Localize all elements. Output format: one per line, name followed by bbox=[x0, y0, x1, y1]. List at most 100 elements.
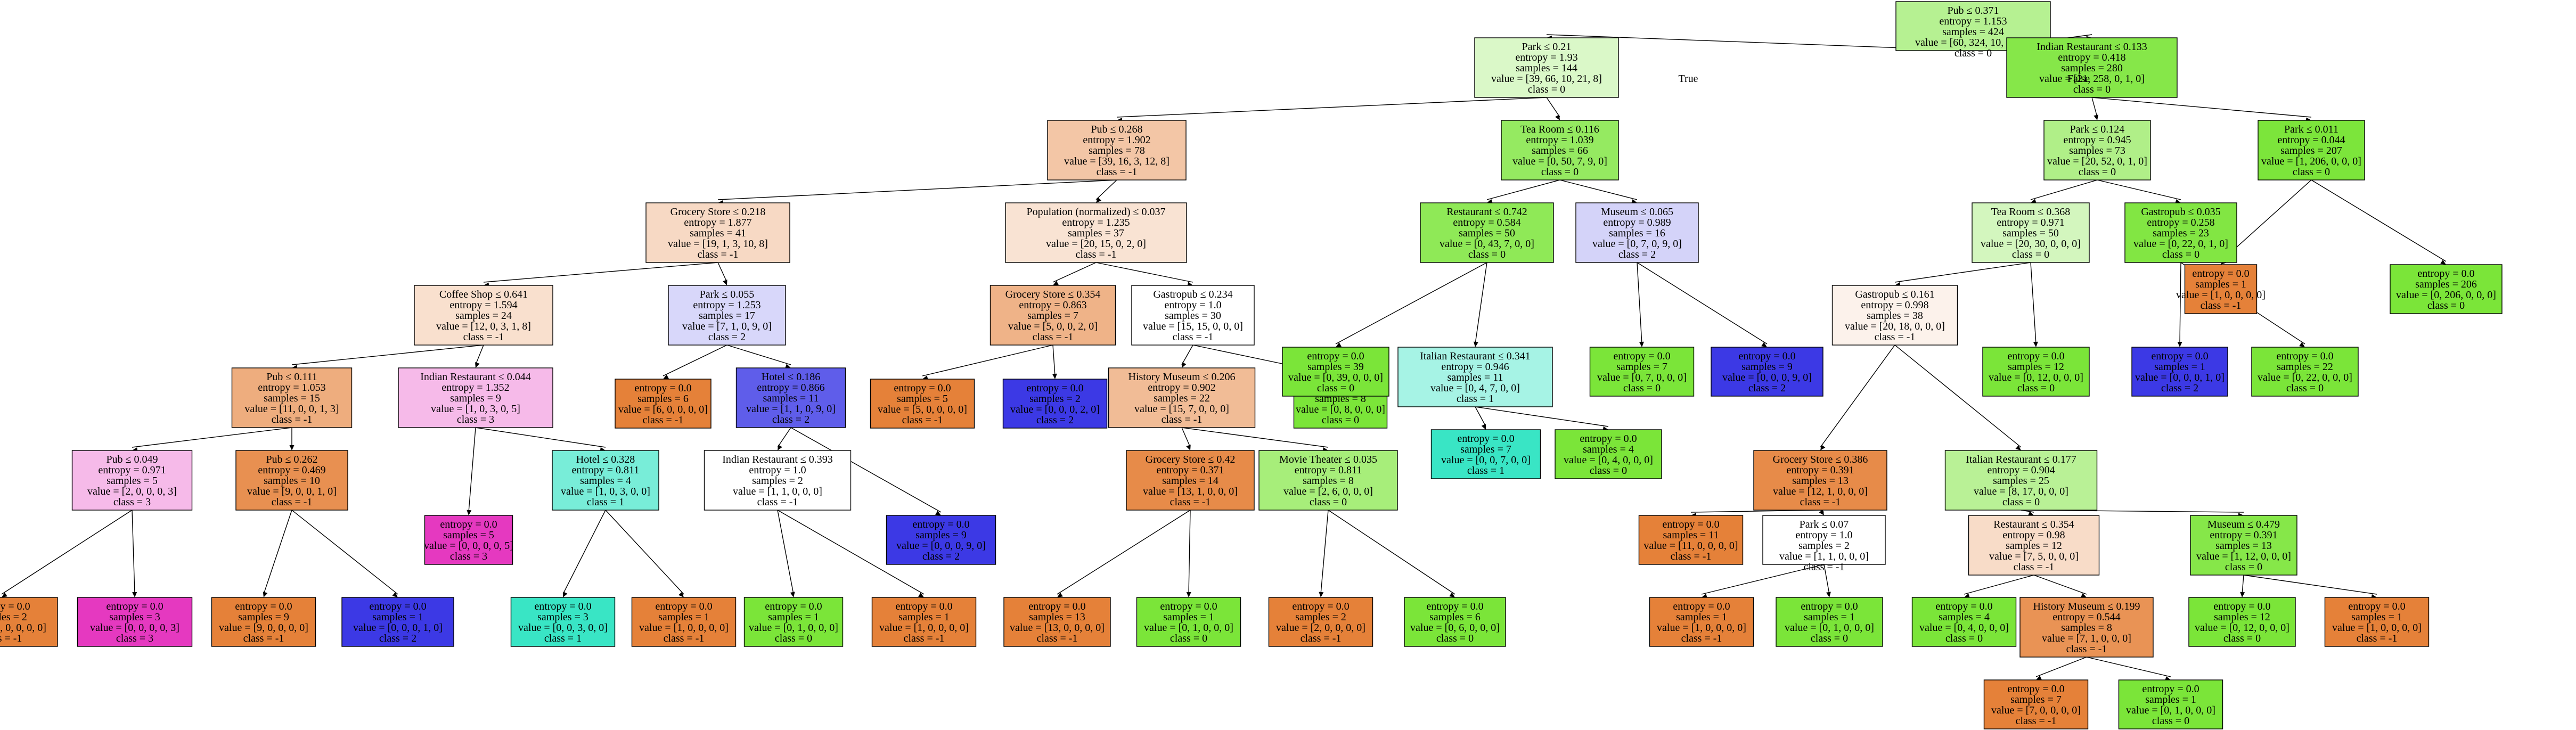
node-box bbox=[1268, 597, 1373, 647]
node-text-line: Population (normalized) ≤ 0.037 bbox=[1027, 206, 1166, 218]
node-text-line: entropy = 1.0 bbox=[1795, 529, 1852, 541]
node-text-line: entropy = 0.0 bbox=[1028, 601, 1085, 612]
tree-edge-arrowhead bbox=[2177, 341, 2182, 347]
node-text-line: entropy = 0.998 bbox=[1861, 299, 1928, 311]
node-text-line: samples = 2 bbox=[752, 475, 803, 487]
node-text-line: entropy = 1.93 bbox=[1515, 52, 1577, 63]
node-text-line: samples = 1 bbox=[1163, 611, 1214, 623]
node-text-line: class = -1 bbox=[643, 414, 684, 426]
node-text-line: Tea Room ≤ 0.116 bbox=[1520, 124, 1599, 135]
node-text-line: samples = 50 bbox=[2002, 227, 2059, 239]
node-text-line: value = [0, 0, 3, 0, 0] bbox=[518, 622, 608, 634]
node-text-line: entropy = 0.0 bbox=[2276, 350, 2333, 362]
node-text-line: value = [13, 1, 0, 0, 0] bbox=[1143, 486, 1238, 497]
node-text-line: samples = 4 bbox=[1583, 444, 1634, 455]
node-text-line: entropy = 0.866 bbox=[757, 382, 824, 393]
node-text-line: value = [0, 6, 0, 0, 0] bbox=[1410, 622, 1500, 634]
node-text-line: samples = 7 bbox=[2010, 694, 2062, 706]
node-text-line: class = 2 bbox=[1036, 414, 1074, 426]
node-text-line: Italian Restaurant ≤ 0.177 bbox=[1966, 454, 2076, 465]
tree-edge-arrowhead bbox=[1336, 342, 1342, 347]
node-text-line: samples = 12 bbox=[2214, 611, 2270, 623]
node-text-line: samples = 9 bbox=[1741, 361, 1793, 373]
node-text-line: entropy = 1.0 bbox=[1164, 299, 1221, 311]
node-text-line: Gastropub ≤ 0.035 bbox=[2141, 206, 2220, 218]
node-box bbox=[2251, 347, 2359, 397]
node-text-line: samples = 25 bbox=[1993, 475, 2049, 487]
tree-edge bbox=[468, 427, 476, 513]
node-text-line: value = [0, 0, 0, 0, 5] bbox=[424, 540, 513, 552]
node-text-line: entropy = 0.0 bbox=[2007, 683, 2064, 695]
tree-edge-arrowhead bbox=[1186, 445, 1191, 450]
node-text-line: samples = 7 bbox=[1027, 310, 1078, 322]
node-text-line: value = [39, 16, 3, 12, 8] bbox=[1064, 155, 1170, 167]
node-text-line: samples = 14 bbox=[1162, 475, 1219, 487]
node-text-line: class = 3 bbox=[457, 414, 494, 425]
node-text-line: class = 3 bbox=[113, 496, 151, 508]
node-box bbox=[2019, 597, 2154, 658]
node-text-line: entropy = 0.902 bbox=[1148, 382, 1215, 393]
node-text-line: value = [5, 0, 0, 0, 0] bbox=[878, 404, 967, 415]
node-text-line: class = 0 bbox=[2012, 249, 2049, 260]
node-text-line: samples = 22 bbox=[2277, 361, 2333, 373]
node-text-line: class = 0 bbox=[1310, 496, 1347, 508]
node-text-line: Coffee Shop ≤ 0.641 bbox=[439, 289, 528, 300]
node-text-line: entropy = 0.0 bbox=[1160, 601, 1217, 612]
tree-edge-arrowhead bbox=[1182, 362, 1187, 368]
node-box bbox=[2184, 264, 2258, 314]
node-text-line: class = -1 bbox=[1875, 331, 1916, 343]
node-box bbox=[2188, 597, 2296, 647]
tree-edge bbox=[2030, 179, 2098, 200]
node-text-line: value = [0, 0, 7, 0, 0] bbox=[1441, 454, 1531, 466]
node-box bbox=[1108, 367, 1256, 428]
node-text-line: Restaurant ≤ 0.742 bbox=[1446, 206, 1527, 218]
node-text-line: samples = 73 bbox=[2069, 145, 2125, 157]
node-text-line: samples = 1 bbox=[1676, 611, 1727, 623]
node-text-line: class = 0 bbox=[1955, 47, 1992, 59]
node-box bbox=[989, 285, 1116, 346]
node-text-line: class = -1 bbox=[243, 633, 284, 644]
node-text-line: samples = 5 bbox=[443, 529, 494, 541]
tree-edge bbox=[777, 510, 794, 595]
node-text-line: class = 2 bbox=[708, 331, 746, 343]
node-text-line: value = [0, 0, 0, 2, 0] bbox=[1010, 404, 1100, 415]
tree-edge-arrowhead bbox=[790, 592, 795, 597]
node-box bbox=[2118, 679, 2223, 729]
node-text-line: value = [2, 0, 0, 0, 0] bbox=[0, 622, 46, 634]
node-box bbox=[1982, 347, 2090, 397]
node-box bbox=[414, 285, 553, 346]
node-text-line: samples = 30 bbox=[1165, 310, 1221, 322]
node-text-line: class = 0 bbox=[2225, 561, 2262, 573]
node-box bbox=[1972, 202, 2090, 263]
tree-edge-arrowhead bbox=[2, 592, 7, 597]
node-text-line: value = [0, 0, 0, 1, 0] bbox=[353, 622, 443, 634]
node-text-line: Hotel ≤ 0.186 bbox=[762, 371, 820, 383]
node-text-line: class = -1 bbox=[1097, 166, 1138, 178]
node-text-line: samples = 39 bbox=[1307, 361, 1364, 373]
node-text-line: entropy = 0.391 bbox=[2210, 529, 2277, 541]
node-text-line: class = 0 bbox=[2079, 166, 2116, 178]
node-text-line: entropy = 0.0 bbox=[2348, 601, 2405, 612]
node-text-line: Park ≤ 0.055 bbox=[700, 289, 755, 300]
node-text-line: class = -1 bbox=[1076, 249, 1117, 260]
node-text-line: Grocery Store ≤ 0.386 bbox=[1773, 454, 1868, 465]
node-text-line: value = [6, 0, 0, 0, 0] bbox=[618, 404, 708, 415]
node-text-line: value = [0, 22, 0, 1, 0] bbox=[2133, 238, 2228, 250]
node-text-line: class = 0 bbox=[1590, 465, 1627, 477]
tree-edge bbox=[483, 262, 718, 283]
tree-edge-arrowhead bbox=[1473, 341, 1478, 347]
tree-edge bbox=[1095, 262, 1193, 283]
